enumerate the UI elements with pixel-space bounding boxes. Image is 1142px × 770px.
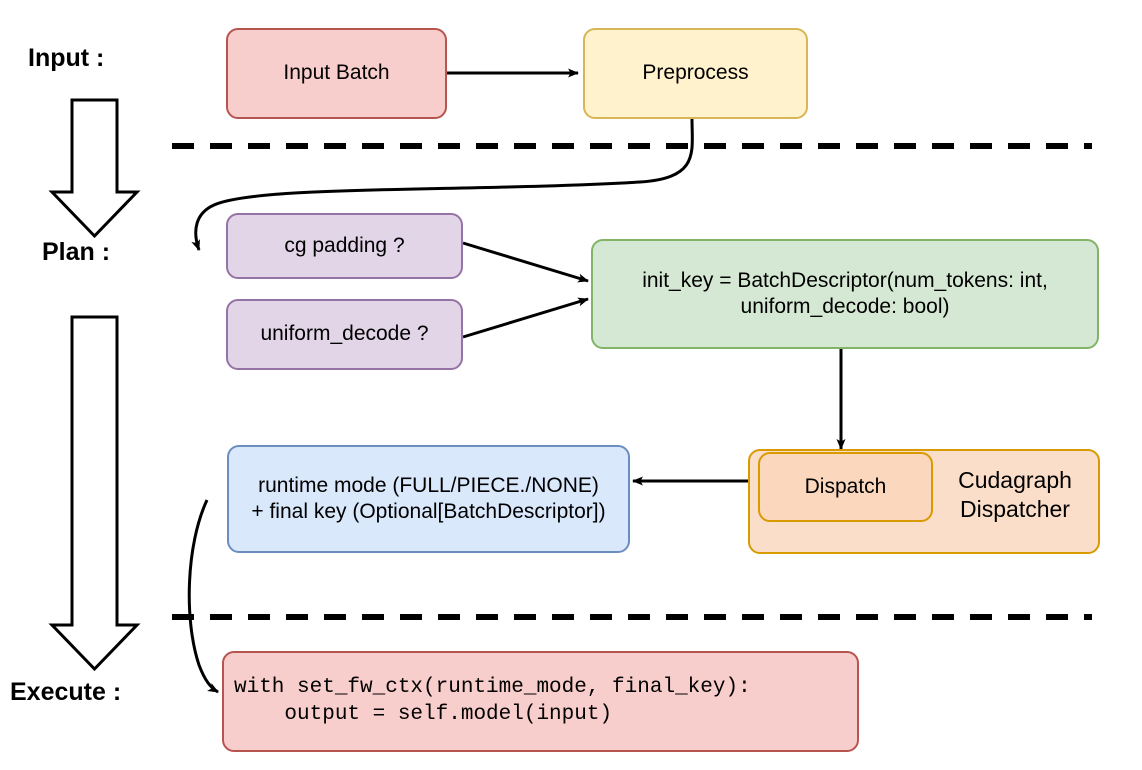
node-input-batch[interactable]: Input Batch (226, 28, 447, 119)
uniform-decode-to-init-key-arrow (462, 297, 589, 339)
cg-padding-to-init-key-arrow (462, 241, 589, 283)
plan-to-execute-block-arrow (48, 315, 141, 672)
node-exec-code-line1: with set_fw_ctx(runtime_mode, final_key)… (234, 676, 751, 700)
input-to-plan-block-arrow (48, 98, 141, 239)
stage-label-plan: Plan : (42, 238, 111, 266)
stage-label-execute: Execute : (10, 678, 122, 706)
node-init-key[interactable]: init_key = BatchDescriptor(num_tokens: i… (591, 239, 1099, 349)
node-runtime-mode-line1: runtime mode (FULL/PIECE./NONE) (258, 473, 599, 497)
node-dispatch-label: Dispatch (804, 474, 887, 498)
node-runtime-mode[interactable]: runtime mode (FULL/PIECE./NONE) + final … (227, 445, 630, 553)
node-input-batch-label: Input Batch (283, 61, 390, 85)
runtime-mode-to-exec-code-arrow (187, 499, 219, 694)
node-preprocess-label: Preprocess (642, 61, 749, 85)
node-runtime-mode-line2: + final key (Optional[BatchDescriptor]) (251, 500, 606, 523)
node-exec-code-line2: output = self.model(input) (234, 702, 613, 726)
node-uniform-decode-label: uniform_decode ? (260, 322, 429, 346)
node-init-key-line2: uniform_decode: bool) (740, 295, 950, 318)
node-cg-padding[interactable]: cg padding ? (226, 213, 463, 279)
node-uniform-decode[interactable]: uniform_decode ? (226, 299, 463, 370)
node-cudagraph-dispatcher-label: Cudagraph Dispatcher (930, 466, 1100, 524)
node-cg-padding-label: cg padding ? (284, 233, 405, 257)
node-init-key-line1: init_key = BatchDescriptor(num_tokens: i… (642, 268, 1048, 292)
node-exec-code[interactable]: with set_fw_ctx(runtime_mode, final_key)… (222, 651, 859, 752)
node-cudagraph-dispatcher-line1: Cudagraph (958, 467, 1072, 493)
stage-label-input: Input : (28, 44, 105, 72)
node-dispatch[interactable]: Dispatch (758, 452, 933, 522)
node-preprocess[interactable]: Preprocess (583, 28, 808, 119)
node-cudagraph-dispatcher-line2: Dispatcher (960, 495, 1070, 522)
